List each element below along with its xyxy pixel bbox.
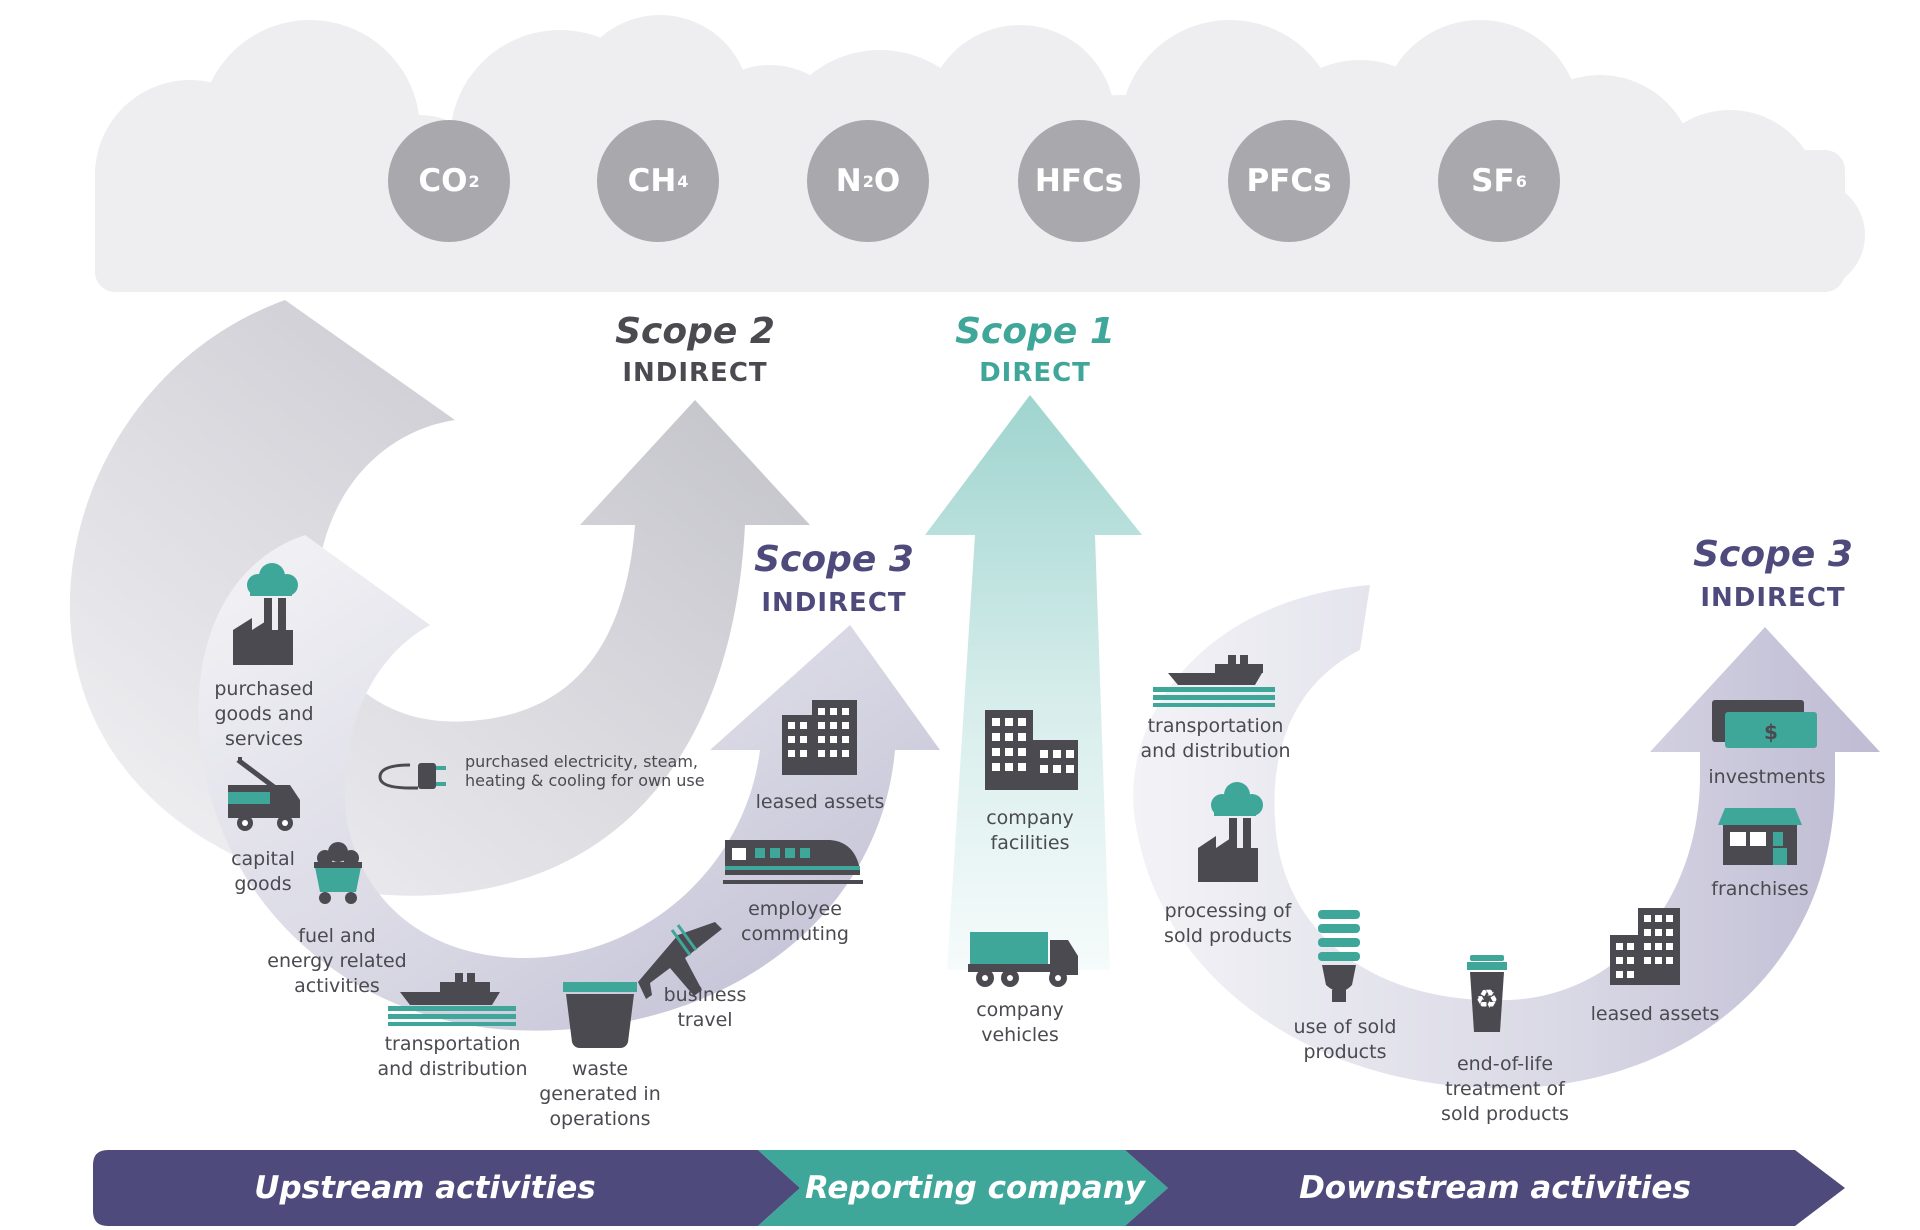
label-business-travel: business travel xyxy=(663,984,747,1031)
bar-reporting-label: Reporting company xyxy=(805,1170,1145,1206)
storefront-icon xyxy=(1718,808,1802,865)
label-company-facilities: company facilities xyxy=(986,807,1074,854)
scope3-upstream-title: Scope 3 xyxy=(754,539,914,580)
truck-icon xyxy=(968,932,1078,987)
scope3-upstream-arrow xyxy=(198,535,941,1031)
label-company-vehicles: company vehicles xyxy=(976,999,1064,1046)
downstream-bar xyxy=(1125,1150,1845,1226)
train-icon xyxy=(723,840,863,884)
downstream-ship-icon xyxy=(1153,655,1275,707)
scope1-subtitle: DIRECT xyxy=(979,358,1091,388)
label-investments: investments xyxy=(1708,766,1826,788)
factory-cloud-icon xyxy=(233,563,298,665)
building-icon xyxy=(782,700,857,775)
bar-downstream-label: Downstream activities xyxy=(1299,1170,1691,1206)
crane-truck-icon xyxy=(228,757,300,831)
scope1-title: Scope 1 xyxy=(955,311,1115,352)
scope2-arrow xyxy=(69,300,810,896)
label-purchased-electricity: purchased electricity, steam, heating & … xyxy=(465,752,705,790)
dollar-sign: $ xyxy=(1764,720,1778,744)
scope1-arrow xyxy=(925,395,1142,970)
scope2-title: Scope 2 xyxy=(615,311,775,352)
gas-hfcs: HFCs xyxy=(1018,120,1140,242)
coal-cart-icon xyxy=(314,842,362,904)
upstream-bar xyxy=(93,1150,800,1226)
downstream-building-icon xyxy=(1610,908,1680,985)
label-purchased-goods: purchased goods and services xyxy=(214,678,314,750)
label-franchises: franchises xyxy=(1711,878,1809,900)
label-upstream-transportation: transportation and distribution xyxy=(377,1033,528,1080)
light-bulb-icon xyxy=(1318,910,1360,1002)
label-capital-goods: capital goods xyxy=(231,848,295,895)
company-buildings-icon xyxy=(985,710,1078,790)
processing-factory-icon xyxy=(1198,782,1263,882)
label-upstream-leased-assets: leased assets xyxy=(755,791,885,813)
svg-text:♻: ♻ xyxy=(1475,985,1498,1015)
bar-upstream-label: Upstream activities xyxy=(254,1170,596,1206)
reporting-bar xyxy=(758,1150,1168,1226)
dumpster-icon xyxy=(563,982,637,1048)
scope3-upstream-subtitle: INDIRECT xyxy=(761,588,907,618)
airplane-icon xyxy=(638,922,722,999)
gas-pfcs: PFCs xyxy=(1228,120,1350,242)
label-waste: waste generated in operations xyxy=(539,1058,661,1130)
label-employee-commuting: employee commuting xyxy=(741,898,849,945)
label-downstream-leased-assets: leased assets xyxy=(1590,1003,1720,1025)
label-end-of-life: end-of-life treatment of sold products xyxy=(1441,1053,1569,1125)
recycle-bin-icon: ♻ xyxy=(1467,955,1507,1032)
label-processing: processing of sold products xyxy=(1164,900,1292,947)
label-downstream-transportation: transportation and distribution xyxy=(1140,715,1291,762)
label-fuel-energy: fuel and energy related activities xyxy=(267,925,407,997)
money-icon xyxy=(1712,700,1817,748)
scope3-downstream-title: Scope 3 xyxy=(1693,534,1853,575)
ship-icon xyxy=(388,973,516,1026)
scope3-downstream-arrow xyxy=(1133,585,1880,1089)
scope2-subtitle: INDIRECT xyxy=(622,358,768,388)
scope3-downstream-subtitle: INDIRECT xyxy=(1700,583,1846,613)
plug-icon xyxy=(378,763,446,790)
label-use-of-products: use of sold products xyxy=(1293,1016,1397,1063)
cloud-band xyxy=(95,15,1865,292)
